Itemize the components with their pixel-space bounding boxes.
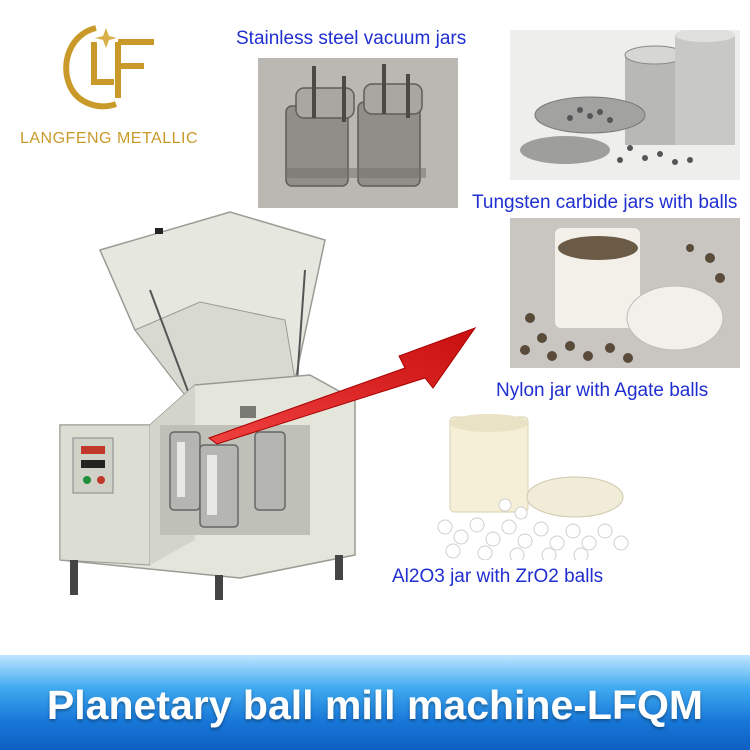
banner-title: Planetary ball mill machine-LFQM [46,682,704,728]
brand-name: LANGFENG METALLIC [19,130,198,147]
caption-alumina-jar: Al2O3 jar with ZrO2 balls [392,566,604,587]
caption-nylon-jar: Nylon jar with Agate balls [496,380,709,401]
ball-mill-machine [55,210,375,605]
red-arrow-icon [207,326,477,445]
photo-stainless-jars [258,58,458,208]
lf-monogram-icon [63,25,154,110]
photo-tungsten-jars [510,30,740,180]
brand-logo: LANGFENG METALLIC [14,20,204,150]
photo-alumina-jar [425,405,633,560]
photo-nylon-jar [510,218,740,368]
caption-tungsten-jars: Tungsten carbide jars with balls [472,192,738,213]
caption-stainless-jars: Stainless steel vacuum jars [236,28,467,49]
title-banner: Planetary ball mill machine-LFQM [0,655,750,750]
